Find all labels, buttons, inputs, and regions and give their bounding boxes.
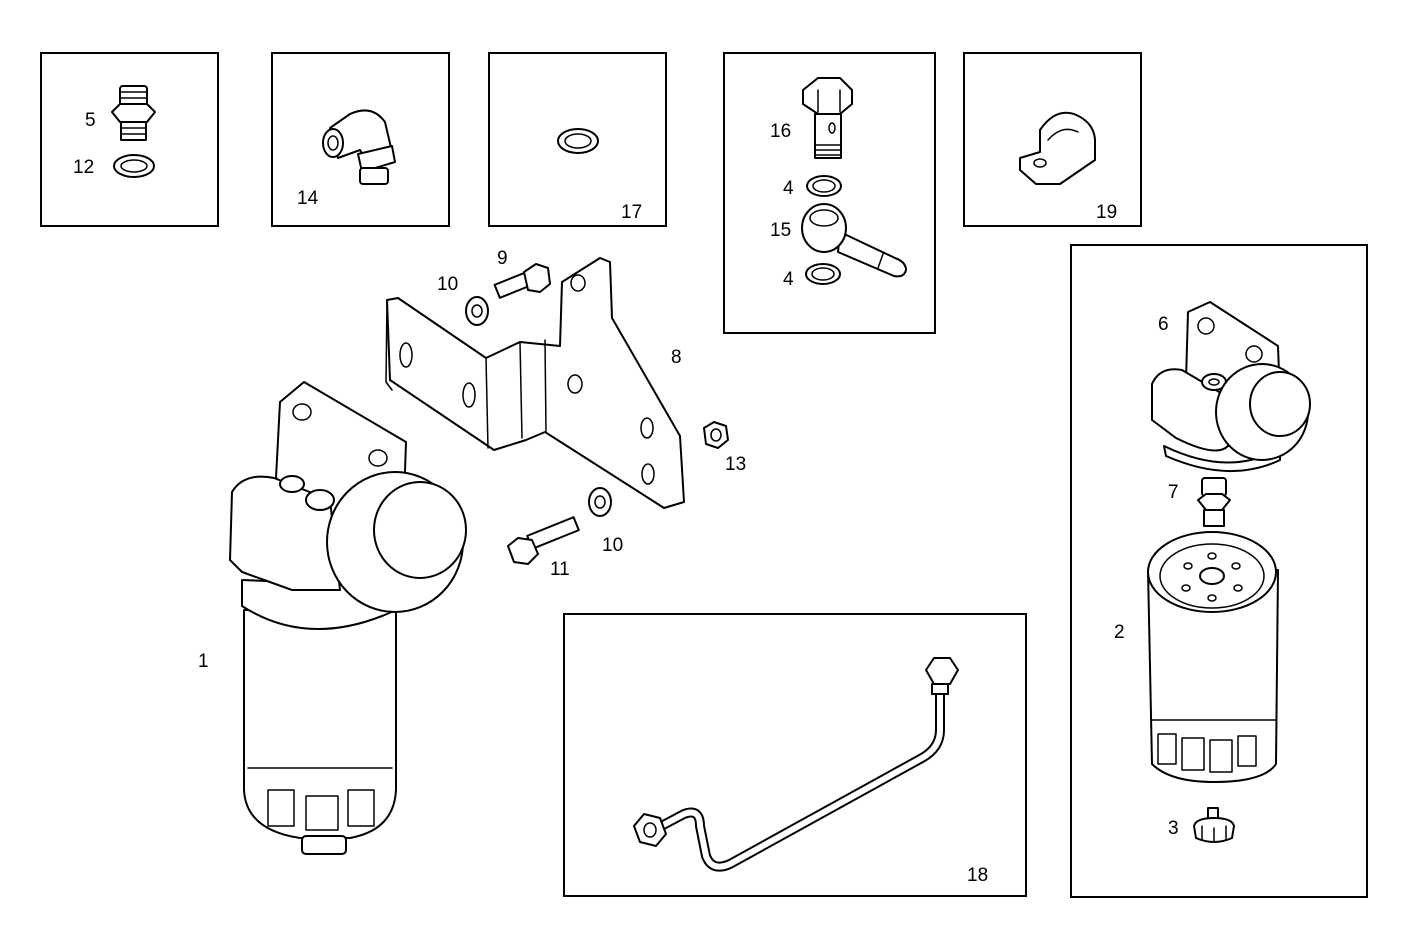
banjo-fitting-part-15 [801, 203, 907, 278]
label-16: 16 [770, 121, 791, 142]
filter-cartridge-part-2 [1147, 531, 1279, 783]
inset-box-17 [488, 52, 667, 227]
label-13: 13 [725, 454, 746, 475]
label-2: 2 [1114, 622, 1125, 643]
fuel-filter-assembly-part-1 [229, 381, 467, 855]
mounting-bracket-part-8 [385, 257, 685, 509]
clamp-part-19 [1019, 111, 1096, 185]
label-5: 5 [85, 110, 96, 131]
label-10-upper: 10 [437, 274, 458, 295]
inset-box-14 [271, 52, 450, 227]
washer-part-10-lower [588, 487, 612, 517]
bolt-part-11 [507, 516, 580, 565]
part-number-labels: 1 2 3 4 4 5 6 7 8 9 10 10 11 12 13 14 15… [73, 110, 1179, 886]
label-17: 17 [621, 202, 642, 223]
elbow-fitting-part-14 [322, 109, 396, 185]
label-15: 15 [770, 220, 791, 241]
label-18: 18 [967, 865, 988, 886]
inset-box-fuel-pipe [563, 613, 1027, 897]
label-10-lower: 10 [602, 535, 623, 556]
filter-head-part-6 [1151, 301, 1311, 472]
label-4-lower: 4 [783, 269, 794, 290]
fuel-pipe-part-18 [633, 657, 959, 872]
nut-part-13 [703, 421, 729, 449]
label-1: 1 [198, 651, 209, 672]
nipple-part-7 [1197, 477, 1231, 527]
inset-box-4-15-16 [723, 52, 936, 334]
label-12: 12 [73, 157, 94, 178]
o-ring-part-17 [557, 128, 599, 154]
label-7: 7 [1168, 482, 1179, 503]
label-6: 6 [1158, 314, 1169, 335]
washer-part-4-lower [805, 263, 841, 285]
label-14: 14 [297, 188, 319, 209]
label-8: 8 [671, 347, 682, 368]
inset-box-19 [963, 52, 1142, 227]
bolt-part-9 [493, 263, 551, 299]
washer-part-4-upper [806, 175, 842, 197]
adapter-fitting-part-5 [111, 85, 156, 141]
label-9: 9 [497, 248, 508, 269]
label-19: 19 [1096, 202, 1117, 223]
banjo-bolt-part-16 [802, 77, 853, 159]
seal-ring-part-12 [113, 154, 155, 178]
label-3: 3 [1168, 818, 1179, 839]
label-11: 11 [550, 559, 570, 580]
inset-box-filter-assembly [1070, 244, 1368, 898]
inset-box-5-12 [40, 52, 219, 227]
drain-screw-part-3 [1193, 807, 1235, 843]
washer-part-10-upper [465, 296, 489, 326]
label-4-upper: 4 [783, 178, 794, 199]
